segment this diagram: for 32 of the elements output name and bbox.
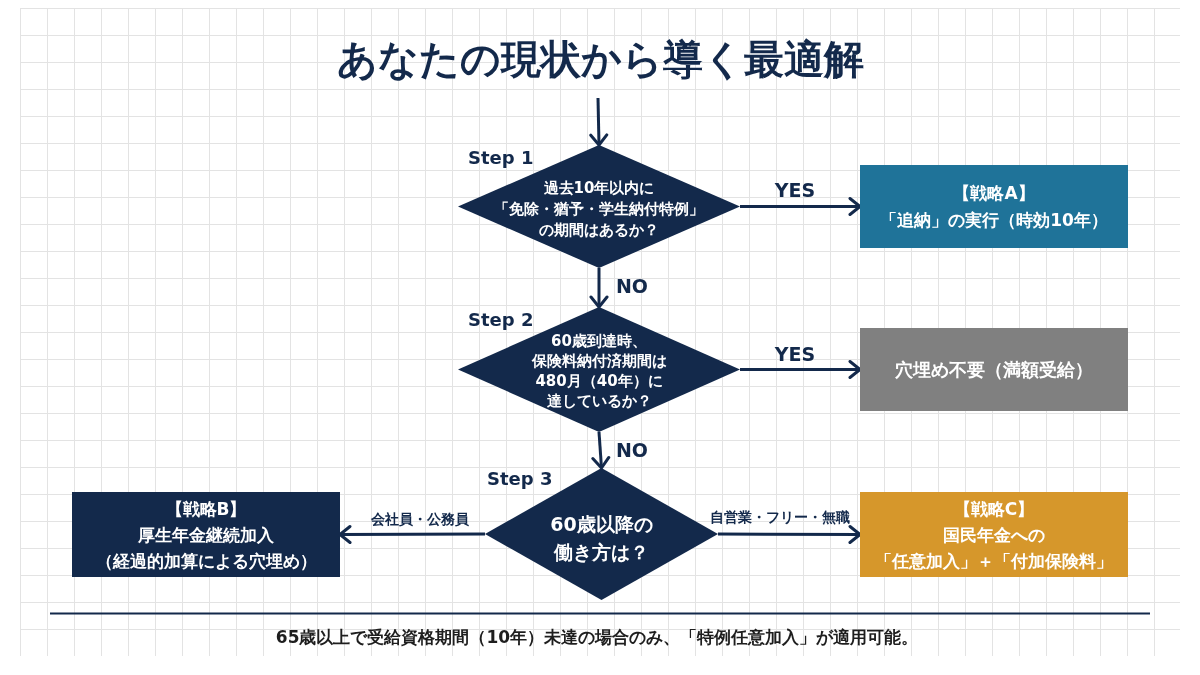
arrow <box>589 97 609 147</box>
title: あなたの現状から導く最適解 <box>335 35 865 84</box>
question-text: 過去10年以内に「免除・猶予・学生納付特例」の期間はあるか？ <box>494 178 704 241</box>
decision-diamond <box>458 145 740 268</box>
result-box: 穴埋め不要（満額受給） <box>860 328 1128 411</box>
edge-label: NO <box>615 438 649 462</box>
step-label: Step 1 <box>468 147 534 169</box>
body-text: 「追納」の実行（時効10年） <box>880 208 1108 232</box>
result-box <box>860 492 1128 577</box>
arrow <box>589 268 609 309</box>
heading-text: 【戦略B】 <box>165 497 247 521</box>
arrow <box>591 431 611 470</box>
arrow <box>718 524 862 544</box>
step-label: Step 3 <box>487 468 553 490</box>
decision-diamond <box>458 307 740 432</box>
heading-text: 【戦略C】 <box>953 497 1035 521</box>
edge-label: YES <box>774 178 816 202</box>
heading-text: 【戦略A】 <box>953 181 1035 205</box>
edge-label: 会社員・公務員 <box>371 510 469 528</box>
question-text: 60歳到達時、保険料納付済期間は480月（40年）に達しているか？ <box>531 330 667 411</box>
result-box <box>72 492 340 577</box>
edge-label: 自営業・フリー・無職 <box>710 508 850 526</box>
body-text: 厚生年金継続加入（経過的加算による穴埋め） <box>95 523 317 573</box>
question-text: 60歳以降の働き方は？ <box>550 512 653 565</box>
footnote: 65歳以上で受給資格期間（10年）未達の場合のみ、「特例任意加入」が適用可能。 <box>274 626 920 648</box>
result-box <box>860 165 1128 248</box>
arrow <box>740 197 862 216</box>
edge-label: YES <box>774 342 816 366</box>
edge-label: NO <box>615 274 649 298</box>
body-text: 国民年金への「任意加入」＋「付加保険料」 <box>875 523 1113 573</box>
step-label: Step 2 <box>468 309 534 331</box>
arrow <box>740 360 862 379</box>
